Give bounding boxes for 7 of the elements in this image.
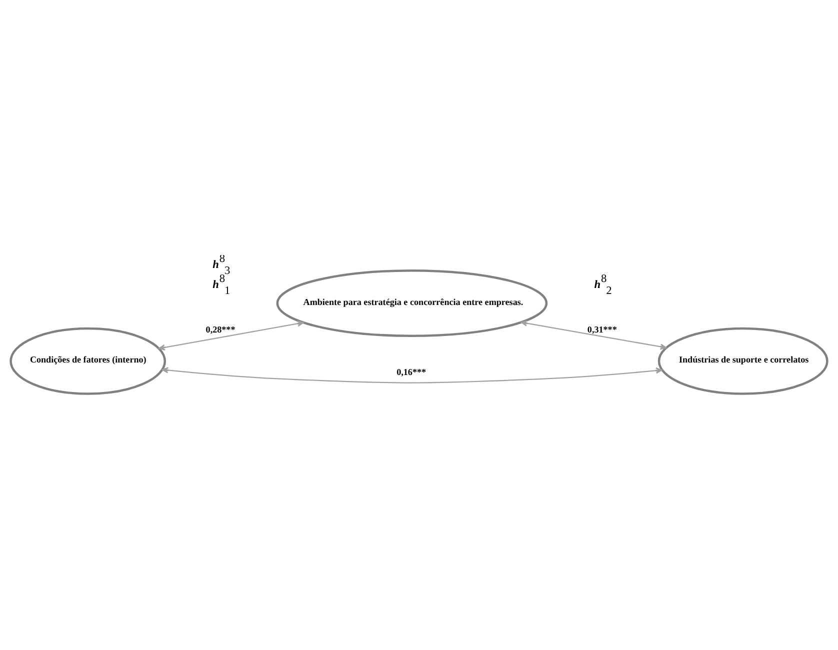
arrow bbox=[520, 320, 667, 350]
arrow bbox=[158, 320, 304, 350]
edge-label: 0,31*** bbox=[587, 324, 617, 334]
arrow bbox=[162, 366, 662, 383]
edge-label: 0,16*** bbox=[396, 366, 426, 377]
edge-label: 0,28*** bbox=[206, 324, 236, 334]
node-ellipse: Ambiente para estratégia e concorrência entre empresas. bbox=[276, 268, 548, 336]
